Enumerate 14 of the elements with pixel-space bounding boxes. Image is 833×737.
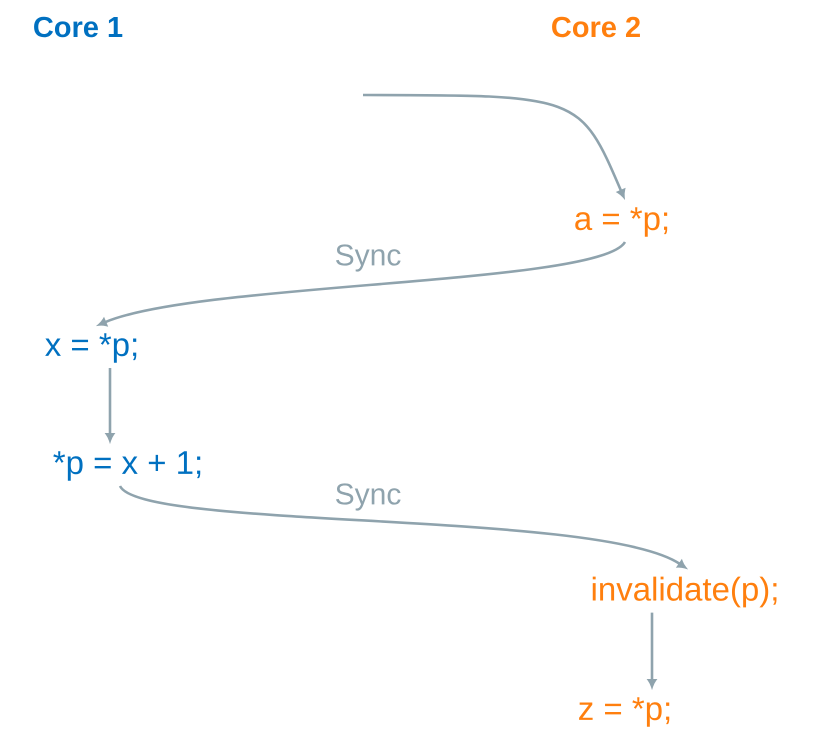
arrow	[648, 612, 656, 688]
code-statement: z = *p;	[579, 697, 670, 727]
arrow	[106, 368, 114, 442]
arrow	[363, 94, 626, 198]
code-statement: *p = x + 1;	[53, 451, 200, 481]
core-heading: Core 2	[552, 16, 640, 38]
code-statement: a = *p;	[575, 207, 668, 237]
core-heading: Core 1	[34, 16, 122, 38]
arrow	[119, 484, 686, 569]
arrow	[98, 240, 626, 326]
edge-label: Sync	[336, 483, 401, 511]
code-statement: invalidate(p);	[592, 576, 776, 608]
edge-label: Sync	[336, 244, 401, 272]
code-statement: x = *p;	[45, 333, 136, 363]
